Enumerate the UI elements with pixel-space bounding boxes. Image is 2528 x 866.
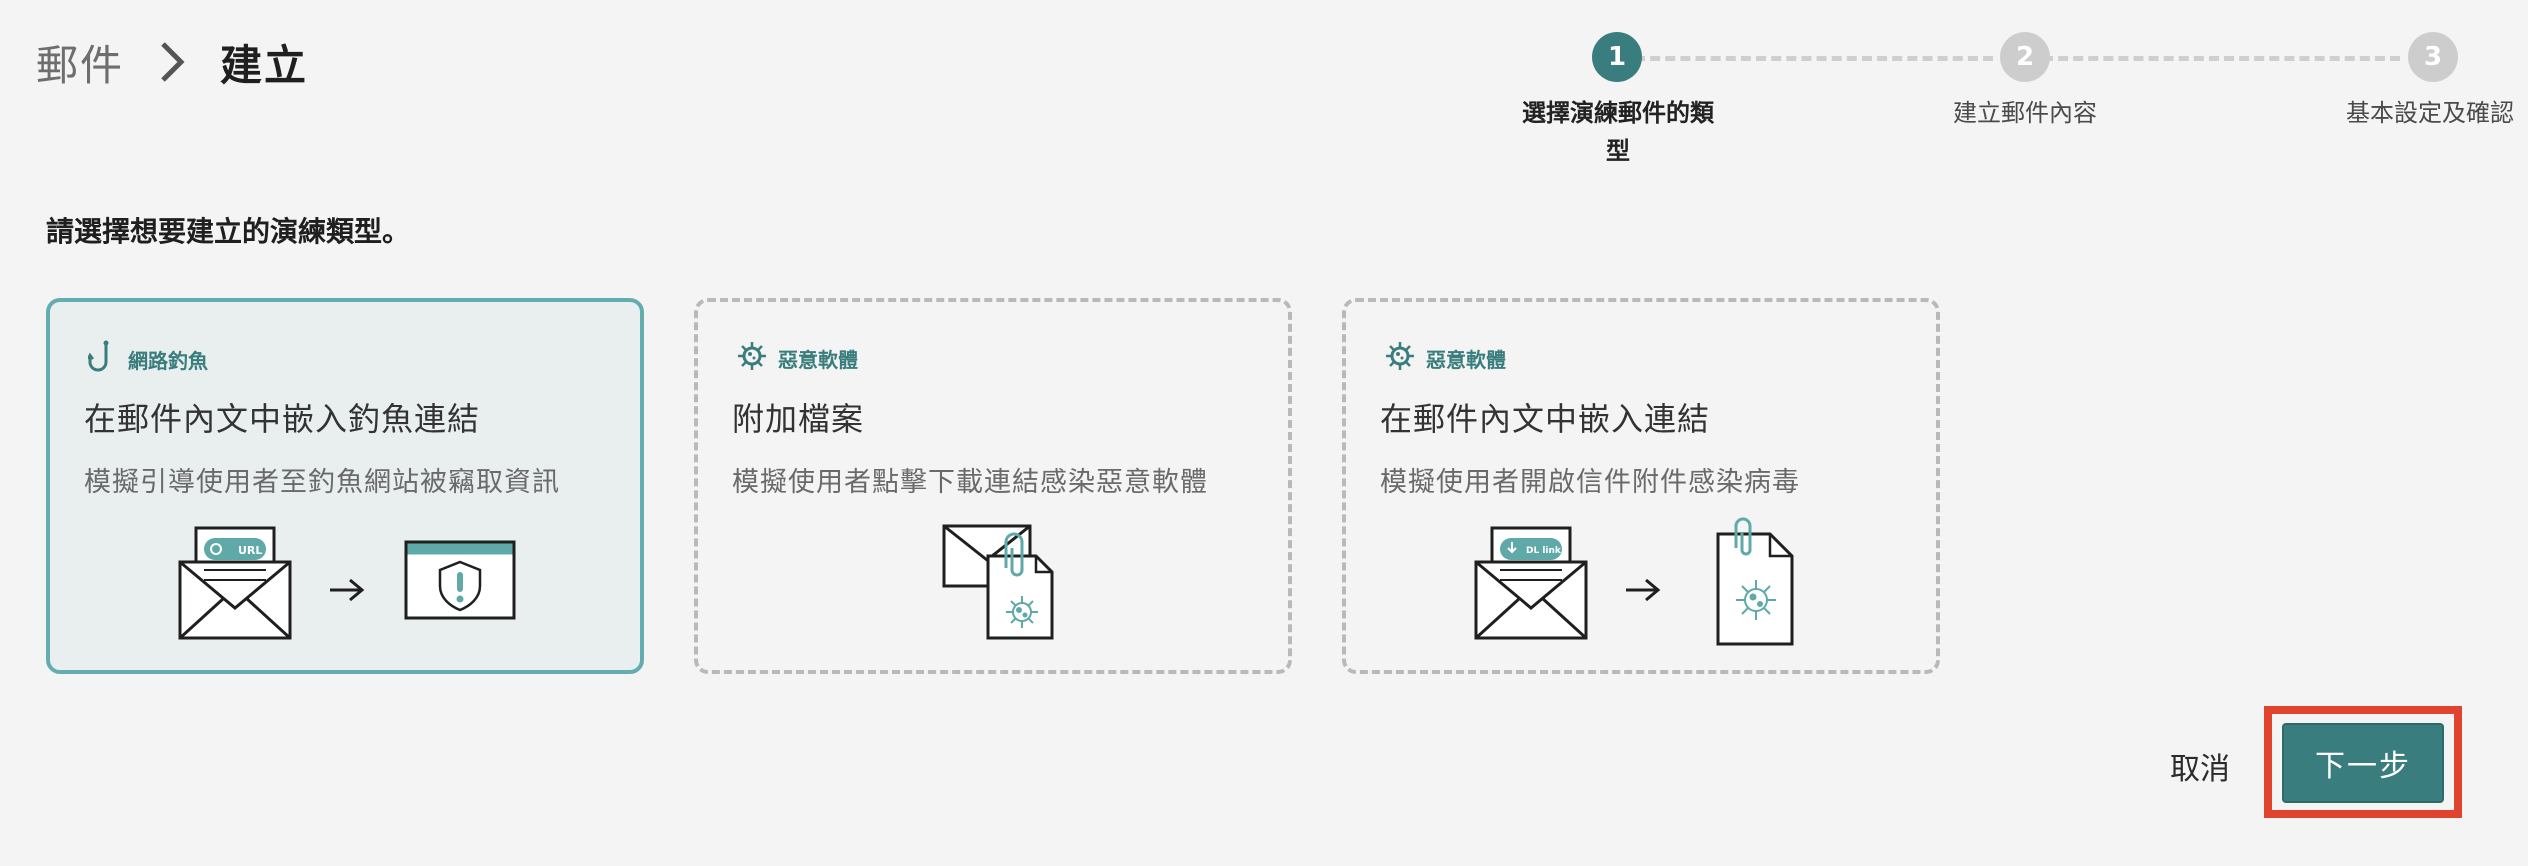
step-1-label: 選擇演練郵件的類 型 (1498, 94, 1738, 170)
card-description: 模擬使用者點擊下載連結感染惡意軟體 (732, 467, 1208, 498)
arrow-right-icon (1626, 578, 1661, 602)
chevron-right-icon (142, 32, 202, 92)
virus-icon (736, 340, 768, 377)
cancel-button[interactable]: 取消 (2150, 738, 2250, 794)
arrow-right-icon (330, 578, 365, 602)
breadcrumb: 郵件 建立 (36, 32, 308, 92)
infected-file-icon (1716, 517, 1794, 646)
virus-icon (1384, 340, 1416, 377)
download-link-illustration: DL link (1346, 512, 1936, 672)
card-tag: 網路釣魚 (86, 340, 208, 379)
card-attachment[interactable]: 惡意軟體 附加檔案 模擬使用者點擊下載連結感染惡意軟體 (694, 298, 1292, 674)
card-tag: 惡意軟體 (736, 340, 858, 377)
envelope-icon: DL link (1474, 526, 1588, 640)
next-step-button[interactable]: 下一步 (2282, 723, 2444, 803)
step-3-label: 基本設定及確認 (2346, 99, 2514, 127)
browser-shield-icon (404, 540, 516, 620)
step-2-indicator: 2 (2000, 32, 2050, 82)
card-title: 在郵件內文中嵌入釣魚連結 (84, 400, 481, 438)
card-description: 模擬引導使用者至釣魚網站被竊取資訊 (84, 467, 560, 498)
envelope-attachment-icon (942, 524, 1054, 640)
svg-text:DL link: DL link (1526, 546, 1562, 556)
stepper: 1 2 3 選擇演練郵件的類 型 建立郵件內容 基本設定及確認 (1500, 32, 2528, 172)
step-1-label-line2: 型 (1606, 137, 1630, 165)
card-tag-label: 惡意軟體 (1426, 348, 1506, 372)
card-tag-label: 網路釣魚 (128, 349, 208, 373)
envelope-icon: URL (178, 526, 292, 640)
card-embedded-link[interactable]: 惡意軟體 在郵件內文中嵌入連結 模擬使用者開啟信件附件感染病毒 DL link (1342, 298, 1940, 674)
step-connector (1635, 56, 1993, 61)
svg-text:URL: URL (238, 544, 262, 557)
attachment-illustration (698, 512, 1288, 672)
card-title: 附加檔案 (732, 400, 865, 438)
card-phishing-link[interactable]: 網路釣魚 在郵件內文中嵌入釣魚連結 模擬引導使用者至釣魚網站被竊取資訊 URL (46, 298, 644, 674)
card-description: 模擬使用者開啟信件附件感染病毒 (1380, 467, 1800, 498)
page-title: 建立 (220, 40, 309, 90)
card-tag: 惡意軟體 (1384, 340, 1506, 377)
step-1-label-line1: 選擇演練郵件的類 (1522, 99, 1714, 127)
breadcrumb-mail-link[interactable]: 郵件 (36, 40, 125, 90)
phishing-illustration: URL (50, 512, 640, 672)
card-title: 在郵件內文中嵌入連結 (1380, 400, 1711, 438)
instruction-text: 請選擇想要建立的演練類型。 (46, 215, 411, 248)
step-1-indicator: 1 (1592, 32, 1642, 82)
step-2-label: 建立郵件內容 (1953, 99, 2097, 127)
fishing-hook-icon (86, 340, 118, 379)
step-connector (2043, 56, 2400, 61)
step-3-indicator: 3 (2408, 32, 2458, 82)
card-tag-label: 惡意軟體 (778, 348, 858, 372)
